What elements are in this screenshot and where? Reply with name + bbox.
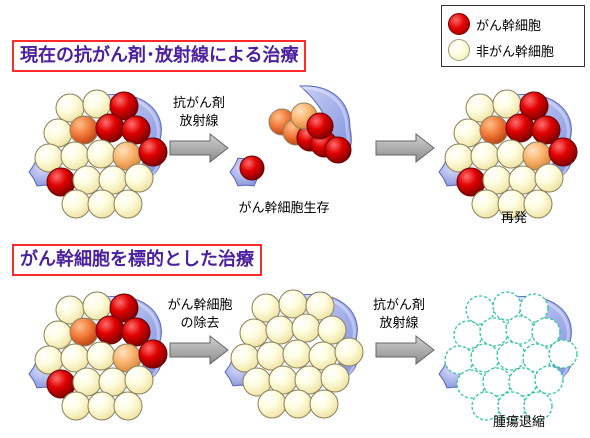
dead-cell xyxy=(444,345,474,375)
bottom-arrow2-caption: 抗がん剤 放射線 xyxy=(364,297,434,333)
non-stem-cell xyxy=(61,189,91,219)
cancer-stem-cell xyxy=(138,137,168,167)
cancer-stem-cell xyxy=(121,317,151,347)
bottom-arrow2-line1: 抗がん剤 xyxy=(372,298,425,313)
cancer-stem-cell xyxy=(121,115,151,145)
dead-cell xyxy=(505,315,535,345)
non-stem-cell xyxy=(523,189,553,219)
cancer-stem-cell xyxy=(519,91,549,121)
dead-cell xyxy=(453,320,483,350)
cancer-stem-cell xyxy=(138,339,168,369)
legend: がん幹細胞 非がん幹細胞 xyxy=(441,5,585,67)
cancer-stem-cell xyxy=(109,293,139,323)
non-stem-cell xyxy=(124,365,154,395)
cancer-stem-cell xyxy=(548,137,578,167)
top-treated-cluster xyxy=(229,85,352,187)
damaged-stem-cell xyxy=(479,115,509,145)
dead-cell xyxy=(519,293,549,323)
non-stem-cell xyxy=(87,391,117,421)
non-stem-cell xyxy=(291,313,321,343)
legend-item-stem: がん幹細胞 xyxy=(448,13,541,35)
dead-cell xyxy=(548,339,578,369)
cancer-stem-cell xyxy=(324,136,352,164)
non-stem-cell-icon xyxy=(448,39,470,61)
non-stem-cell xyxy=(305,291,335,321)
non-stem-cell xyxy=(87,189,117,219)
cancer-stem-cell xyxy=(505,113,535,143)
non-stem-cell xyxy=(320,363,350,393)
non-stem-cell xyxy=(282,339,312,369)
dead-cell xyxy=(496,341,526,371)
cancer-stem-cell xyxy=(306,112,334,140)
non-stem-cell xyxy=(278,289,308,319)
cancer-stem-cell xyxy=(95,113,125,143)
bottom-arrow2-line2: 放射線 xyxy=(379,316,419,331)
bottom-arrow-2 xyxy=(375,334,435,366)
cancer-stem-cell xyxy=(95,315,125,345)
survive-caption: がん幹細胞生存 xyxy=(238,201,330,216)
bottom-remaining-tumor xyxy=(224,289,364,419)
non-stem-cell xyxy=(86,341,116,371)
relapse-caption: 再発 xyxy=(500,211,527,226)
top-relapse-tumor xyxy=(438,89,578,219)
shrink-caption: 腫瘍退縮 xyxy=(492,415,545,430)
dead-cell xyxy=(534,365,564,395)
cancer-stem-cell xyxy=(531,115,561,145)
non-stem-cell xyxy=(496,139,526,169)
non-stem-cell xyxy=(43,320,73,350)
cancer-stem-cell xyxy=(239,155,265,181)
legend-label-stem: がん幹細胞 xyxy=(476,18,542,34)
damaged-stem-cell xyxy=(69,115,99,145)
dead-cell xyxy=(470,343,500,373)
non-stem-cell xyxy=(309,389,339,419)
damaged-stem-cell xyxy=(69,317,99,347)
legend-label-nonstem: 非がん幹細胞 xyxy=(476,44,555,60)
dead-cell xyxy=(531,317,561,347)
top-arrow1-caption: 抗がん剤 放射線 xyxy=(164,95,234,131)
bottom-tumor xyxy=(28,291,168,421)
bottom-arrow-1 xyxy=(169,334,229,366)
non-stem-cell xyxy=(283,389,313,419)
non-stem-cell xyxy=(43,118,73,148)
top-arrow-2 xyxy=(375,132,435,164)
legend-item-nonstem: 非がん幹細胞 xyxy=(448,39,554,61)
dead-cell xyxy=(523,391,553,421)
bottom-section-title: がん幹細胞を標的とした治療 xyxy=(12,244,262,276)
bottom-arrow1-line2: の除去 xyxy=(180,316,220,331)
non-stem-cell xyxy=(453,118,483,148)
cancer-stem-cell xyxy=(109,91,139,121)
non-stem-cell xyxy=(61,391,91,421)
non-stem-cell xyxy=(265,315,295,345)
non-stem-cell xyxy=(82,291,112,321)
non-stem-cell xyxy=(86,139,116,169)
top-tumor xyxy=(28,89,168,219)
non-stem-cell xyxy=(492,89,522,119)
non-stem-cell xyxy=(534,163,564,193)
non-stem-cell xyxy=(317,315,347,345)
non-stem-cell xyxy=(113,189,143,219)
bottom-arrow1-caption: がん幹細胞 の除去 xyxy=(155,297,245,333)
top-section-title: 現在の抗がん剤･放射線による治療 xyxy=(12,40,307,72)
dead-cell xyxy=(479,317,509,347)
non-stem-cell xyxy=(124,163,154,193)
top-arrow-1 xyxy=(169,132,229,164)
cancer-stem-cell-icon xyxy=(448,13,470,35)
top-arrow1-line1: 抗がん剤 xyxy=(172,96,225,111)
non-stem-cell xyxy=(113,391,143,421)
bottom-arrow1-line1: がん幹細胞 xyxy=(167,298,233,313)
non-stem-cell xyxy=(82,89,112,119)
bottom-shrunk-tumor xyxy=(438,291,578,421)
top-arrow1-line2: 放射線 xyxy=(179,114,219,129)
non-stem-cell xyxy=(334,337,364,367)
non-stem-cell xyxy=(257,389,287,419)
